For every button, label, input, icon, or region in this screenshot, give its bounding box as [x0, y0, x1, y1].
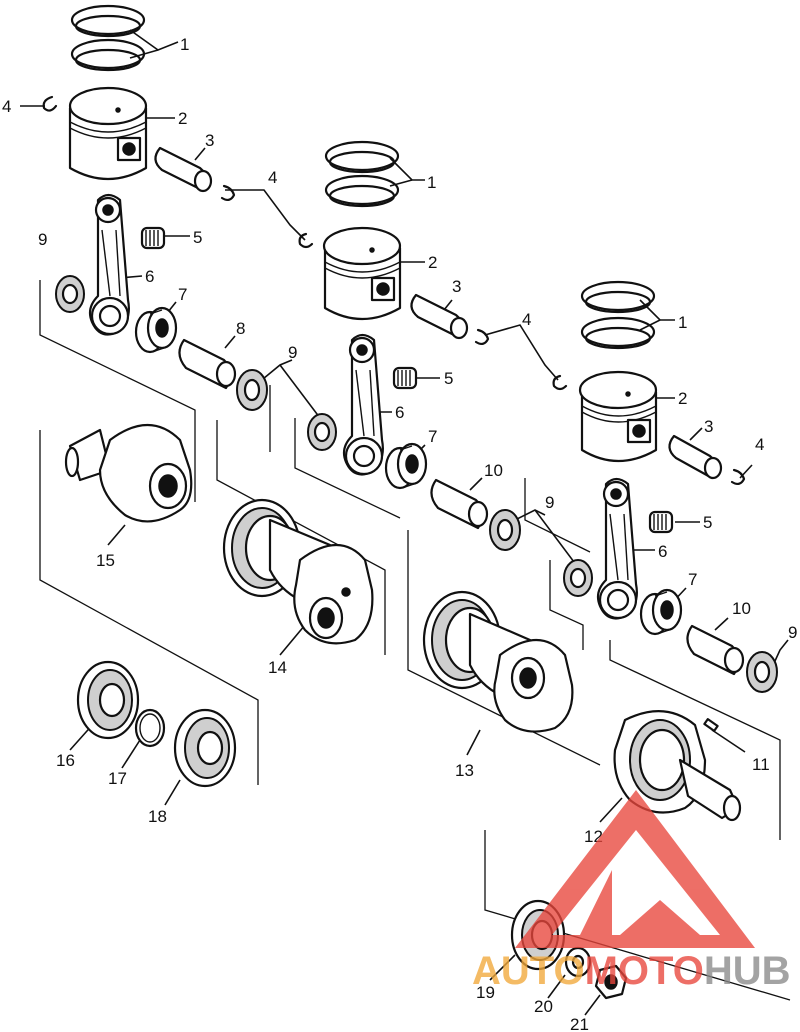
piston-1 — [68, 106, 148, 181]
crankpin-10b — [686, 624, 745, 676]
watermark-logo: AUTOMOTOHUB — [472, 790, 791, 993]
callout-13: 13 — [455, 761, 474, 780]
crankpin-10a — [430, 478, 489, 530]
piston-assembly-1 — [42, 4, 268, 411]
crank-end-15 — [64, 423, 193, 523]
callout-2b: 2 — [428, 253, 437, 272]
callout-20: 20 — [534, 997, 553, 1016]
callout-7c: 7 — [688, 570, 697, 589]
crank-bearing-7b — [384, 442, 428, 490]
callout-15: 15 — [96, 551, 115, 570]
callout-7b: 7 — [428, 427, 437, 446]
callout-9a: 9 — [38, 230, 47, 249]
callout-14: 14 — [268, 658, 287, 677]
thrust-washer-9f — [746, 651, 778, 693]
connecting-rod-2 — [342, 333, 384, 476]
thrust-washer-9e — [563, 559, 593, 597]
callout-2a: 2 — [178, 109, 187, 128]
callout-9b: 9 — [288, 343, 297, 362]
callout-4d: 4 — [755, 435, 764, 454]
callout-16: 16 — [56, 751, 75, 770]
bearing-16 — [76, 660, 140, 740]
callout-5b: 5 — [444, 369, 453, 388]
callout-4c: 4 — [522, 310, 531, 329]
assembly-guide-lines — [39, 280, 791, 1001]
callout-5a: 5 — [193, 228, 202, 247]
crank-bearing-7c — [639, 588, 683, 636]
piston-assembly-2 — [298, 140, 521, 551]
crank-section-13 — [422, 590, 574, 733]
circlip-2a — [298, 232, 314, 249]
watermark-triangle-icon — [515, 790, 755, 948]
callout-5c: 5 — [703, 513, 712, 532]
thrust-washer-9d — [489, 509, 521, 551]
callout-3c: 3 — [704, 417, 713, 436]
thrust-washer-9c — [307, 413, 337, 451]
thrust-washer-9a — [55, 275, 85, 313]
crank-end-12 — [613, 710, 742, 822]
callout-19: 19 — [476, 983, 495, 1002]
callout-11: 11 — [752, 755, 770, 774]
callout-6a: 6 — [145, 267, 154, 286]
callout-10b: 10 — [732, 599, 751, 618]
piston-3 — [580, 390, 658, 463]
circlip-1b — [220, 184, 236, 202]
needle-bearing-1 — [140, 226, 166, 250]
bearing-18 — [173, 708, 237, 788]
circlip-3a — [552, 374, 568, 391]
connecting-rod-3 — [596, 477, 638, 620]
piston-assembly-3 — [552, 280, 778, 693]
callout-10a: 10 — [484, 461, 503, 480]
crank-bearing-7a — [134, 306, 178, 354]
callout-labels: 1 1 1 2 2 2 3 3 3 4 4 4 4 5 5 5 6 6 6 7 … — [2, 35, 797, 1032]
callout-1b: 1 — [427, 173, 436, 192]
callout-6b: 6 — [395, 403, 404, 422]
callout-3a: 3 — [205, 131, 214, 150]
needle-bearing-2 — [392, 366, 418, 390]
callout-9d: 9 — [788, 623, 797, 642]
snap-ring-17 — [134, 708, 166, 748]
piston-rings-3 — [580, 280, 656, 350]
circlip-3b — [730, 468, 746, 486]
callout-8: 8 — [236, 319, 245, 338]
piston-rings-1 — [70, 4, 146, 72]
crankpin-8 — [178, 338, 237, 390]
connecting-rod-1 — [88, 193, 130, 336]
woodruff-key-11 — [703, 718, 719, 732]
circlip-2b — [474, 328, 490, 346]
callout-7a: 7 — [178, 285, 187, 304]
callout-17: 17 — [108, 769, 127, 788]
thrust-washer-9b — [236, 369, 268, 411]
callout-1a: 1 — [180, 35, 189, 54]
callout-18: 18 — [148, 807, 167, 826]
piston-2 — [323, 246, 402, 321]
callout-21: 21 — [570, 1015, 589, 1032]
callout-4b: 4 — [268, 168, 277, 187]
piston-rings-2 — [324, 140, 400, 208]
nut-21 — [594, 964, 628, 1000]
crank-section-14 — [222, 498, 374, 645]
callout-9c: 9 — [545, 493, 554, 512]
callout-4a: 4 — [2, 97, 11, 116]
circlip-1a — [42, 95, 58, 112]
callout-6c: 6 — [658, 542, 667, 561]
needle-bearing-3 — [648, 510, 674, 534]
washer-20 — [564, 946, 592, 978]
callout-1c: 1 — [678, 313, 687, 332]
callout-3b: 3 — [452, 277, 461, 296]
watermark-text: AUTOMOTOHUB — [472, 949, 791, 993]
callout-2c: 2 — [678, 389, 687, 408]
